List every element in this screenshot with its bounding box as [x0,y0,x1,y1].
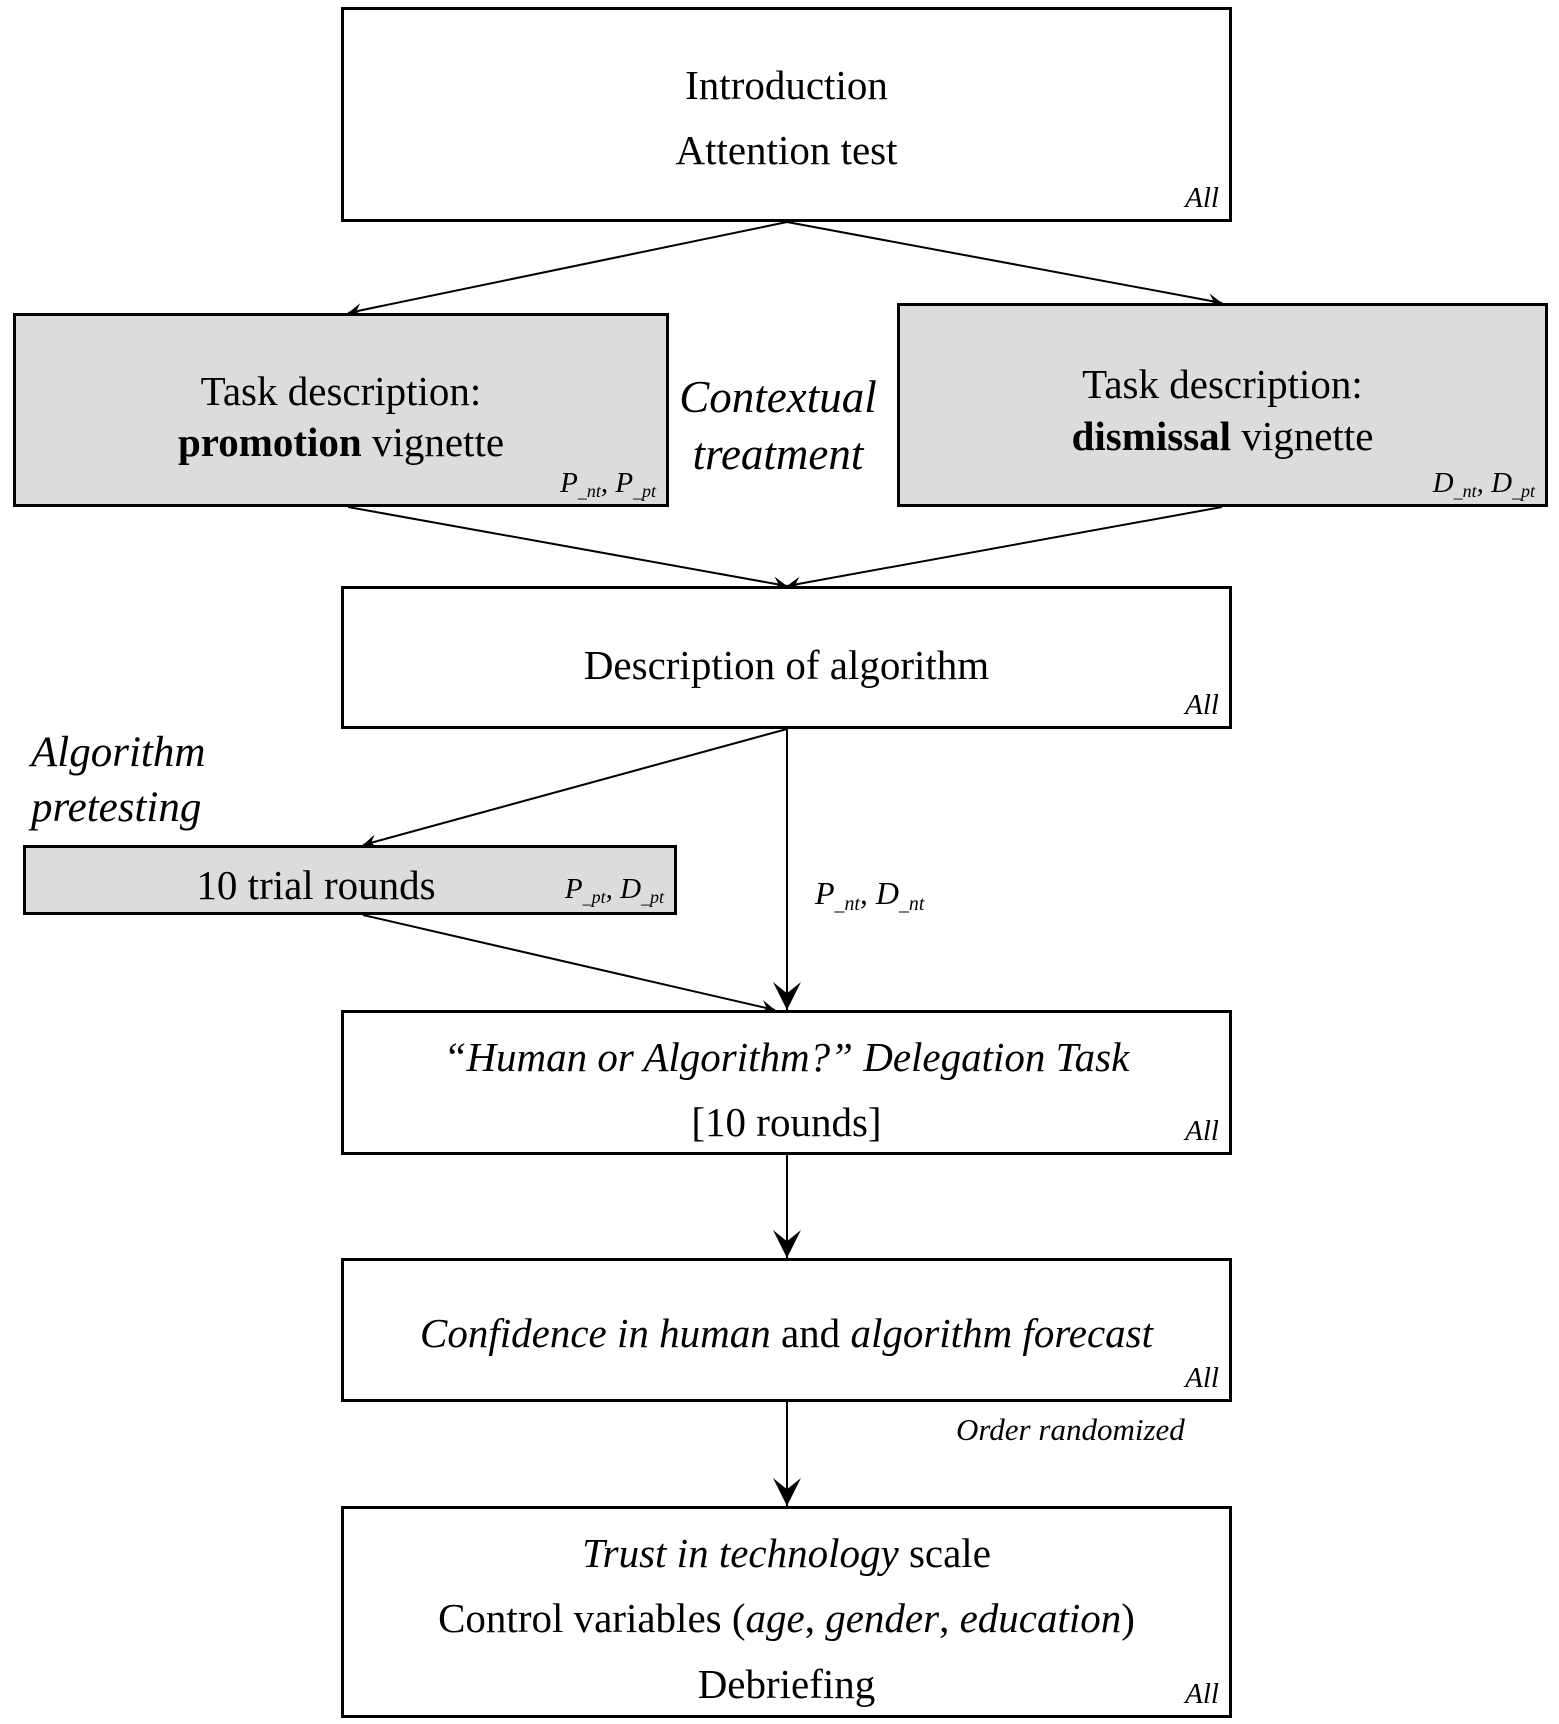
dismissal-rest: vignette [1231,413,1374,459]
trial-rounds-text: 10 trial rounds [196,862,436,908]
arrow-intro-to-dismissal [786,221,1223,308]
direct-path-group-label: P_nt, D_nt [815,875,924,913]
dismissal-line-2: dismissal vignette [900,416,1545,457]
delegation-task-box: “Human or Algorithm?” Delegation Task [1… [341,1010,1232,1155]
algorithm-pretesting-label-1: Algorithm [31,729,206,776]
trial-tag-b-sub: _pt [641,887,664,908]
arrow-intro-to-promotion [347,221,788,318]
algorithm-description-group-tag: All [1185,689,1219,721]
arrow-promotion-to-algorithm [347,506,788,591]
promotion-tag-b: P [615,467,634,499]
control-comma-2: , [939,1595,960,1641]
dismissal-tag-a: D [1432,467,1454,499]
confidence-box: Confidence in human and algorithm foreca… [341,1258,1232,1402]
trial-tag-a: P [564,873,583,905]
confidence-group-tag: All [1185,1362,1219,1394]
contextual-treatment-label-2: treatment [692,429,864,479]
arrow-algorithm-to-trial [362,728,788,849]
promotion-line-2: promotion vignette [16,422,666,463]
trust-scale-rest: scale [898,1530,991,1576]
delegation-task-title: “Human or Algorithm?” Delegation Task [443,1034,1130,1080]
arrow-trial-to-delegation [362,914,776,1014]
intro-box: Introduction Attention test All [341,7,1232,222]
dismissal-tag-b: D [1491,467,1513,499]
direct-path-tag-sep: , [859,875,876,911]
direct-path-tag-a-sub: _nt [834,892,860,915]
control-comma-1: , [804,1595,826,1641]
control-close-paren: ) [1121,1595,1135,1641]
dismissal-tag-a-sub: _nt [1453,481,1477,502]
intro-group-tag: All [1185,182,1219,214]
dismissal-line-1: Task description: [1082,361,1363,407]
algorithm-description-text: Description of algorithm [583,642,990,688]
delegation-task-rounds: [10 rounds] [691,1099,882,1145]
control-variables-text: Control variables ( [438,1595,746,1641]
dismissal-vignette-box: Task description: dismissal vignette D_n… [897,303,1548,507]
direct-path-tag-b: D [875,875,899,911]
promotion-tag-b-sub: _pt [633,481,656,502]
dismissal-keyword: dismissal [1071,413,1232,459]
trust-scale-line: Trust in technology scale [344,1533,1229,1574]
promotion-tag-a-sub: _nt [577,481,601,502]
dismissal-group-tag: D_nt, D_pt [1432,467,1535,502]
confidence-algorithm-text: algorithm forecast [850,1310,1153,1356]
debriefing-line: Debriefing [697,1661,876,1707]
trial-tag-a-sub: _pt [582,887,606,908]
promotion-tag-a: P [560,467,578,499]
algorithm-pretesting-label-2: pretesting [31,784,202,831]
algorithm-description-box: Description of algorithm All [341,586,1232,729]
dismissal-tag-b-sub: _pt [1512,481,1535,502]
intro-line-2: Attention test [675,127,898,173]
control-age: age [745,1595,805,1641]
control-variables-line: Control variables (age, gender, educatio… [344,1598,1229,1639]
order-randomized-label: Order randomized [956,1412,1185,1447]
trial-rounds-box: 10 trial rounds P_pt, D_pt [23,845,677,915]
dismissal-tag-sep: , [1476,467,1492,499]
confidence-human-text: Confidence in human [420,1310,771,1356]
arrow-dismissal-to-algorithm [786,506,1223,591]
intro-line-1: Introduction [685,62,888,108]
trial-tag-sep: , [605,873,621,905]
trust-scale-italic: Trust in technology [582,1530,899,1576]
trust-group-tag: All [1185,1678,1219,1710]
promotion-tag-sep: , [600,467,616,499]
promotion-group-tag: P_nt, P_pt [560,467,656,502]
promotion-vignette-box: Task description: promotion vignette P_n… [13,313,669,507]
promotion-rest: vignette [361,419,505,465]
delegation-group-tag: All [1185,1115,1219,1147]
promotion-line-1: Task description: [200,368,482,414]
confidence-and-text: and [770,1310,851,1356]
direct-path-tag-b-sub: _nt [899,892,925,915]
promotion-keyword: promotion [177,419,362,465]
confidence-text: Confidence in human and algorithm foreca… [344,1313,1229,1354]
trial-tag-b: D [620,873,642,905]
contextual-treatment-label-1: Contextual [679,372,877,422]
control-education: education [959,1595,1122,1641]
direct-path-tag-a: P [815,875,835,911]
trial-group-tag: P_pt, D_pt [564,873,664,908]
trust-scale-box: Trust in technology scale Control variab… [341,1506,1232,1718]
control-gender: gender [825,1595,940,1641]
